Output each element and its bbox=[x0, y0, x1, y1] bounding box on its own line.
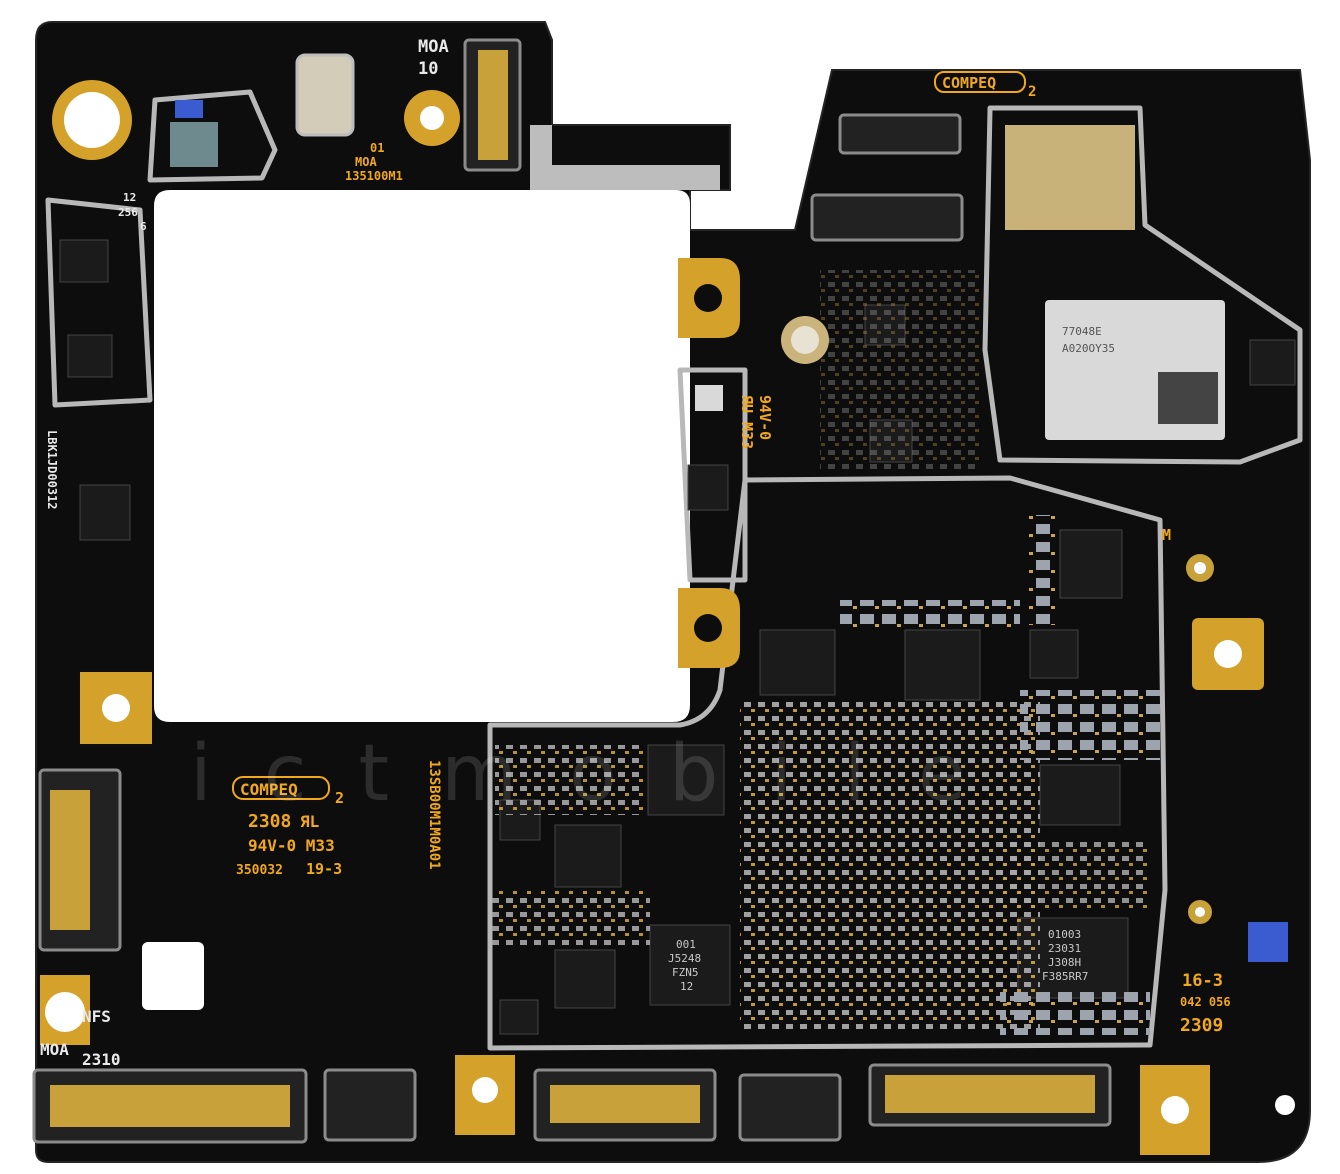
label-16-3: 16-3 bbox=[1182, 971, 1223, 991]
connectors bbox=[32, 38, 1112, 1144]
pmic-line-d: 12 bbox=[680, 980, 693, 993]
pmic-line-c: FZN5 bbox=[672, 966, 699, 979]
passives-main bbox=[740, 700, 1040, 1030]
mem-line-b: 23031 bbox=[1048, 942, 1081, 955]
label-moa-10-b: 10 bbox=[418, 59, 438, 79]
compeq-mid-frame bbox=[232, 776, 330, 800]
mem-line-a: 01003 bbox=[1048, 928, 1081, 941]
board-notch bbox=[530, 125, 720, 190]
passives-right bbox=[1020, 690, 1160, 760]
label-vertical-code: 13SB00M1M0A01 bbox=[426, 760, 442, 870]
label-compeq-mid-sub: 2 bbox=[335, 789, 344, 807]
mem-line-c: J308H bbox=[1048, 956, 1081, 969]
label-compeq-mid: COMPEQ bbox=[240, 780, 298, 799]
label-top-01: 01 bbox=[370, 141, 384, 155]
label-top-code: 135100M1 bbox=[345, 169, 403, 183]
label-moa-bottom: MOA bbox=[40, 1040, 69, 1059]
label-left-vertical: LBK1JD00312 bbox=[45, 430, 59, 509]
board-cutout-small bbox=[142, 942, 204, 1010]
passives-top bbox=[840, 600, 1020, 630]
label-ru-m33-top: ЯU M33 bbox=[738, 395, 756, 449]
label-moa-10-a: MOA bbox=[418, 37, 449, 57]
label-94v0-top: 94V-0 bbox=[756, 395, 774, 440]
label-350032: 350032 bbox=[236, 863, 283, 878]
label-2308: 2308 bbox=[248, 811, 291, 832]
board-cutout bbox=[154, 190, 690, 722]
label-compeq-top-sub: 2 bbox=[1028, 84, 1036, 100]
passives-column bbox=[1028, 515, 1056, 625]
passives-left bbox=[495, 745, 645, 815]
pmic-line-a: 001 bbox=[676, 938, 696, 951]
label-2309: 2309 bbox=[1180, 1015, 1223, 1036]
label-top-moa: MOA bbox=[355, 155, 377, 169]
label-19-3: 19-3 bbox=[306, 860, 342, 878]
passives-mid bbox=[490, 890, 650, 945]
compeq-top-frame bbox=[934, 71, 1026, 93]
passives-top-area bbox=[820, 270, 980, 470]
label-ru-mark: ЯL bbox=[300, 812, 319, 831]
label-256: 256 bbox=[118, 206, 138, 219]
pmic-line-b: J5248 bbox=[668, 952, 701, 965]
ic-chips bbox=[59, 53, 1296, 1035]
label-6: 6 bbox=[140, 220, 147, 233]
label-94v0-m33: 94V-0 M33 bbox=[248, 836, 335, 855]
label-2310: 2310 bbox=[82, 1050, 121, 1069]
label-m-mark: M bbox=[1162, 526, 1171, 544]
label-042-056: 042 056 bbox=[1180, 995, 1231, 1009]
mounting-holes bbox=[40, 80, 1295, 1155]
label-compeq-top: COMPEQ bbox=[942, 74, 996, 92]
label-nfs: NFS bbox=[82, 1007, 111, 1026]
rf-module-line-a: 77048E bbox=[1062, 325, 1102, 338]
shield-frames bbox=[45, 89, 1303, 1051]
watermark-text: ictmobile bbox=[190, 729, 1018, 819]
passives-block bbox=[1000, 990, 1150, 1035]
passives-right2 bbox=[1000, 840, 1150, 910]
mem-line-d: F385RR7 bbox=[1042, 970, 1088, 983]
rf-module-line-b: A020OY35 bbox=[1062, 342, 1115, 355]
label-12: 12 bbox=[123, 191, 136, 204]
